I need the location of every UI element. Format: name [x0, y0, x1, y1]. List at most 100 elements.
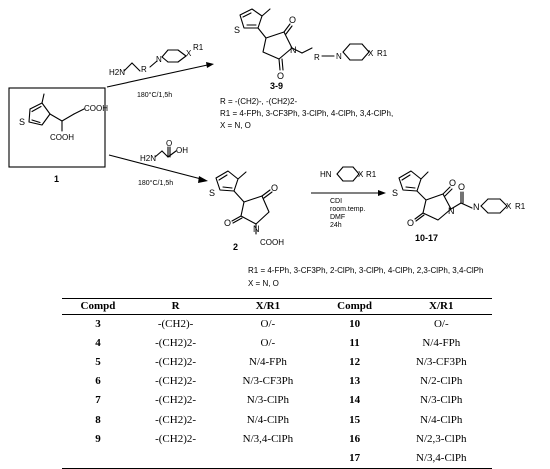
- product-upper-s: S: [234, 25, 240, 35]
- coupling-r1: R1: [366, 170, 377, 179]
- table-row: 6 -(CH2)2- N/3-CF3Ph 13 N/2-ClPh: [62, 372, 492, 391]
- cell-compd-right: 14: [349, 394, 361, 407]
- amine-r: R: [141, 65, 147, 74]
- reaction-scheme: S COOH COOH 1 H2N R N X R1 180°C/1,5h: [8, 8, 526, 288]
- cell-xr1-right: N/2,3-ClPh: [416, 432, 467, 445]
- product-lower-label: 10-17: [415, 233, 438, 243]
- cell-compd-right: 13: [349, 375, 361, 388]
- product-upper-x: X: [368, 49, 374, 58]
- amine-r1: R1: [193, 43, 204, 52]
- product-lower-o-left: O: [407, 218, 414, 228]
- intermediate-o-left: O: [224, 218, 231, 228]
- cell-xr1-left: O/-: [260, 337, 276, 350]
- start-thiophene-s: S: [19, 117, 25, 127]
- cell-compd-right: 17: [318, 448, 391, 469]
- cell-xr1-left: [217, 448, 319, 469]
- table-row: 3 -(CH2)- O/- 10 O/-: [62, 315, 492, 335]
- cell-xr1-left: O/-: [260, 318, 276, 331]
- cell-xr1-left: N/4-FPh: [248, 356, 287, 369]
- product-lower-structure: [398, 170, 508, 222]
- cell-xr1-right: O/-: [433, 318, 449, 331]
- table-row: 7 -(CH2)2- N/3-ClPh 14 N/3-ClPh: [62, 391, 492, 410]
- product-upper-label: 3-9: [270, 81, 283, 91]
- start-material-box: [8, 87, 106, 168]
- table-row: 8 -(CH2)2- N/4-ClPh 15 N/4-ClPh: [62, 410, 492, 429]
- cell-r: -(CH2)2-: [155, 375, 197, 388]
- product-upper-o-top: O: [289, 15, 296, 25]
- lower-arrow-head: [198, 176, 208, 183]
- compound-table: Compd R X/R1 Compd X/R1 3 -(CH2)- O/- 10…: [62, 298, 492, 469]
- product-lower-r1: R1: [515, 202, 526, 211]
- header-r: R: [133, 298, 218, 315]
- cell-xr1-left: N/3-CF3Ph: [242, 375, 294, 388]
- upper-legend-x: X = N, O: [220, 121, 251, 130]
- product-upper-structure: [239, 8, 370, 71]
- cell-xr1-right: N/4-ClPh: [420, 413, 463, 426]
- coupling-hn: HN: [320, 170, 332, 179]
- start-upper-acid: COOH: [84, 104, 108, 113]
- start-material-label: 1: [54, 174, 59, 184]
- cell-r: -(CH2)2-: [155, 394, 197, 407]
- intermediate-s: S: [209, 188, 215, 198]
- product-upper-r: R: [314, 53, 320, 62]
- lower-legend-x: X = N, O: [248, 279, 279, 288]
- upper-arrow-conditions: 180°C/1,5h: [137, 91, 172, 99]
- cell-compd-right: 15: [349, 413, 361, 426]
- cell-compd-right: 12: [349, 356, 361, 369]
- product-upper-o-bottom: O: [277, 71, 284, 81]
- header-xr1-left: X/R1: [217, 298, 319, 315]
- product-upper-n: N: [290, 45, 297, 55]
- lower-reaction-arrow: [108, 154, 206, 181]
- cell-r: -(CH2)2-: [155, 356, 197, 369]
- cell-xr1-left: N/4-ClPh: [246, 413, 289, 426]
- glycine-reagent-structure: [154, 146, 177, 158]
- coupling-condition-1: CDI: [330, 198, 342, 205]
- cell-compd-left: 8: [95, 413, 101, 426]
- cell-r: -(CH2)2-: [155, 413, 197, 426]
- table-row: 4 -(CH2)2- O/- 11 N/4-FPh: [62, 334, 492, 353]
- product-upper-r1: R1: [377, 49, 388, 58]
- cell-r: -(CH2)2-: [155, 337, 197, 350]
- coupling-arrow-head: [378, 190, 386, 196]
- glycine-o: O: [166, 139, 172, 148]
- cell-compd-left: 3: [95, 318, 101, 331]
- cell-compd-left: 5: [95, 356, 101, 369]
- coupling-condition-3: DMF: [330, 214, 345, 221]
- cell-xr1-right: N/3,4-ClPh: [390, 448, 492, 469]
- lower-legend-r1: R1 = 4-FPh, 3-CF3Ph, 2-ClPh, 3-ClPh, 4-C…: [248, 266, 483, 275]
- amine-x: X: [186, 49, 192, 58]
- cell-xr1-right: N/4-FPh: [422, 337, 461, 350]
- glycine-oh: OH: [176, 146, 188, 155]
- product-lower-o-amide: O: [458, 182, 465, 192]
- product-lower-x: X: [506, 202, 512, 211]
- cell-xr1-left: N/3-ClPh: [246, 394, 289, 407]
- intermediate-cooh: COOH: [260, 238, 284, 247]
- cell-compd-left: 9: [95, 432, 101, 445]
- cell-xr1-left: N/3,4-ClPh: [242, 432, 294, 445]
- cell-r: [133, 448, 218, 469]
- coupling-condition-2: room.temp.: [330, 206, 365, 213]
- product-lower-n: N: [448, 206, 455, 216]
- intermediate-structure: [215, 170, 273, 235]
- cell-compd-left: 7: [95, 394, 101, 407]
- header-xr1-right: X/R1: [390, 298, 492, 315]
- amine-h2n: H2N: [109, 68, 125, 77]
- cell-compd-right: 11: [349, 337, 360, 350]
- header-compd-left: Compd: [62, 298, 134, 315]
- glycine-h2n: H2N: [140, 154, 156, 163]
- cell-r: -(CH2)2-: [155, 432, 197, 445]
- cell-r: -(CH2)-: [157, 318, 194, 331]
- upper-reaction-arrow: [106, 63, 213, 88]
- intermediate-o-right: O: [271, 183, 278, 193]
- upper-legend-r: R = -(CH2)-, -(CH2)2-: [220, 97, 297, 106]
- cell-compd-right: 10: [349, 318, 361, 331]
- cell-compd-left: [62, 448, 134, 469]
- table-row: 9 -(CH2)2- N/3,4-ClPh 16 N/2,3-ClPh: [62, 430, 492, 449]
- start-material-structure: [28, 93, 85, 132]
- product-lower-s: S: [392, 188, 398, 198]
- coupling-condition-4: 24h: [330, 222, 342, 229]
- cell-xr1-right: N/3-ClPh: [420, 394, 463, 407]
- table-header-row: Compd R X/R1 Compd X/R1: [62, 298, 492, 315]
- coupling-amine-structure: [336, 166, 360, 182]
- coupling-x: X: [358, 170, 364, 179]
